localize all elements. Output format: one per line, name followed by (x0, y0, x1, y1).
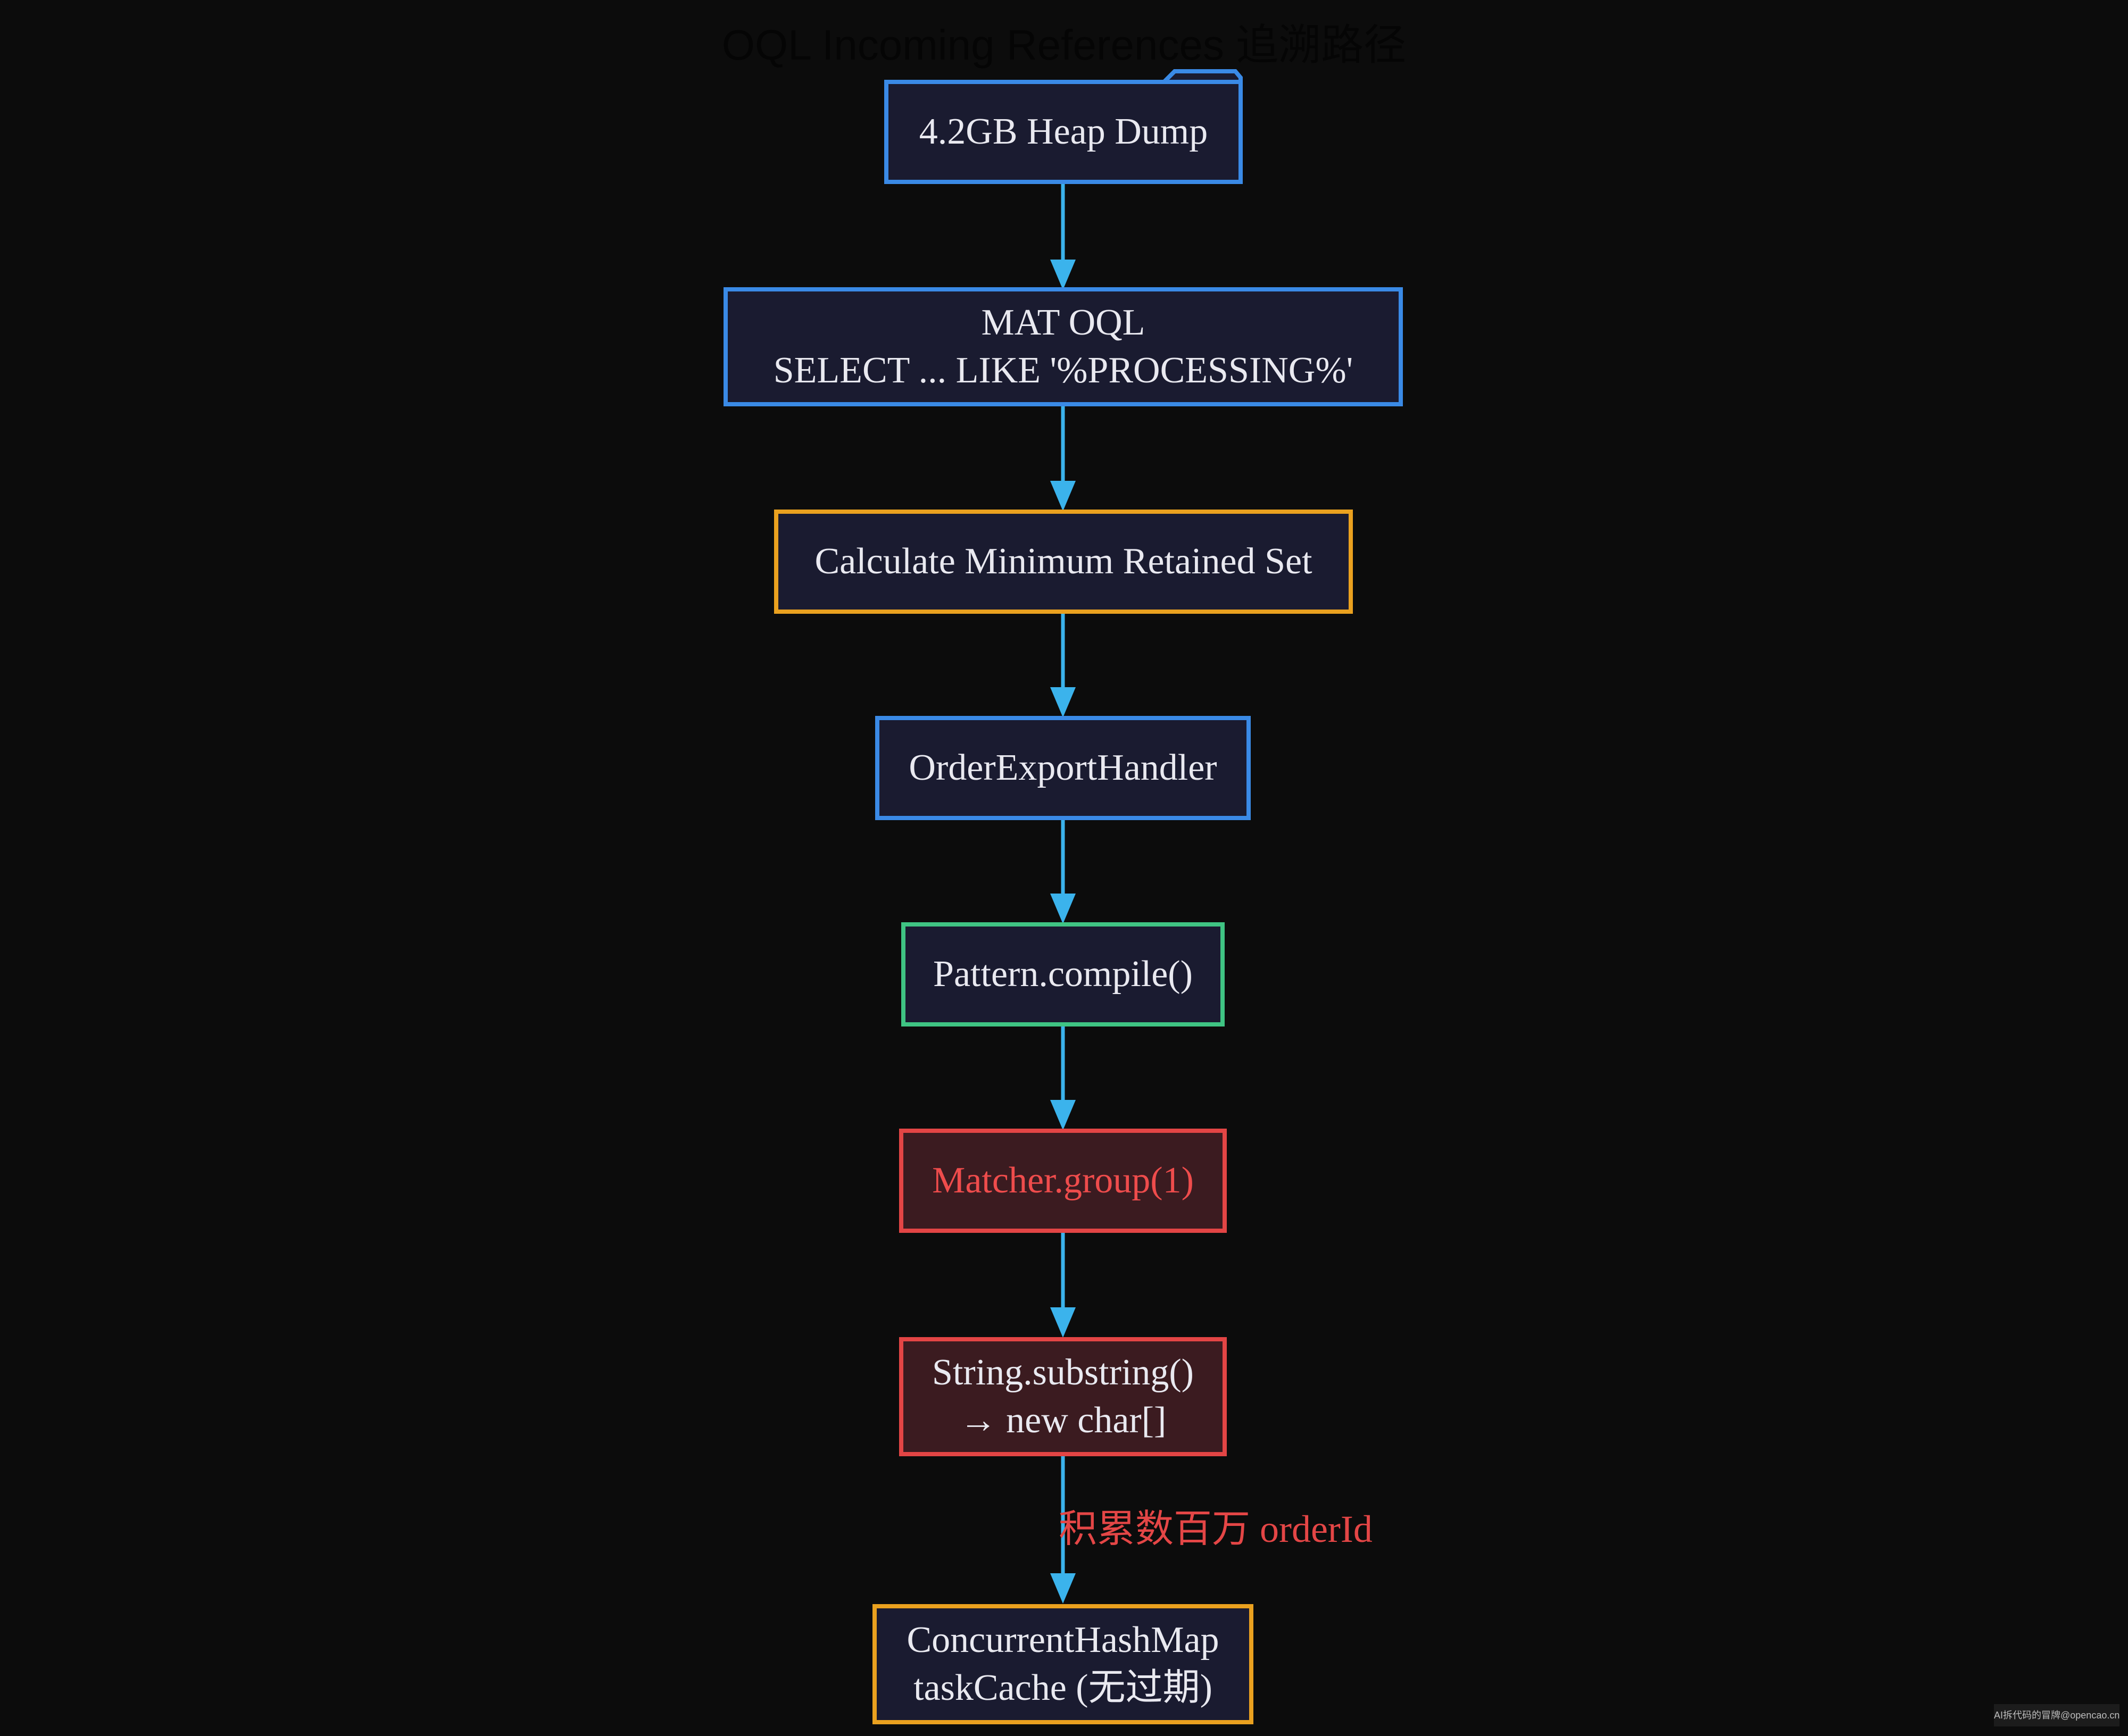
node-concurrent-hashmap-line1: ConcurrentHashMap (907, 1620, 1219, 1660)
diagram-title: OQL Incoming References 追溯路径 (721, 21, 1407, 69)
node-concurrent-hashmap-line2: taskCache (无过期) (913, 1667, 1212, 1708)
node-pattern-compile-label: Pattern.compile() (933, 954, 1193, 995)
node-mat-oql-line2: SELECT ... LIKE '%PROCESSING%' (773, 350, 1353, 391)
edge-substring-to-cache (1050, 1456, 1076, 1604)
edge-handler-to-pattern (1050, 820, 1076, 924)
node-heap-dump-label: 4.2GB Heap Dump (919, 111, 1208, 152)
edge-matcher-to-substring (1050, 1233, 1076, 1338)
node-string-substring: String.substring() → new char[] (899, 1337, 1227, 1456)
watermark: AI拆代码的冒牌@opencao.cn (1994, 1704, 2119, 1726)
node-mat-oql-line1: MAT OQL (981, 302, 1145, 343)
node-pattern-compile: Pattern.compile() (901, 922, 1225, 1026)
node-retained-set: Calculate Minimum Retained Set (774, 510, 1353, 614)
edge-oql-to-retained (1050, 406, 1076, 511)
node-concurrent-hashmap: ConcurrentHashMap taskCache (无过期) (872, 1604, 1253, 1724)
node-order-export-handler-label: OrderExportHandler (909, 747, 1217, 788)
node-order-export-handler: OrderExportHandler (875, 716, 1251, 820)
edge-heap-to-oql (1050, 184, 1076, 290)
edge-pattern-to-matcher (1050, 1026, 1076, 1130)
edge-retained-to-handler (1050, 614, 1076, 717)
edge-label-orderid: 积累数百万 orderId (1059, 1508, 1373, 1550)
node-retained-set-label: Calculate Minimum Retained Set (814, 541, 1312, 582)
node-mat-oql: MAT OQL SELECT ... LIKE '%PROCESSING%' (724, 287, 1403, 406)
node-string-substring-line1: String.substring() (932, 1352, 1194, 1393)
node-matcher-group: Matcher.group(1) (899, 1129, 1227, 1233)
node-matcher-group-label: Matcher.group(1) (932, 1160, 1194, 1201)
node-string-substring-line2: → new char[] (959, 1400, 1167, 1441)
node-heap-dump: 4.2GB Heap Dump (884, 80, 1243, 184)
